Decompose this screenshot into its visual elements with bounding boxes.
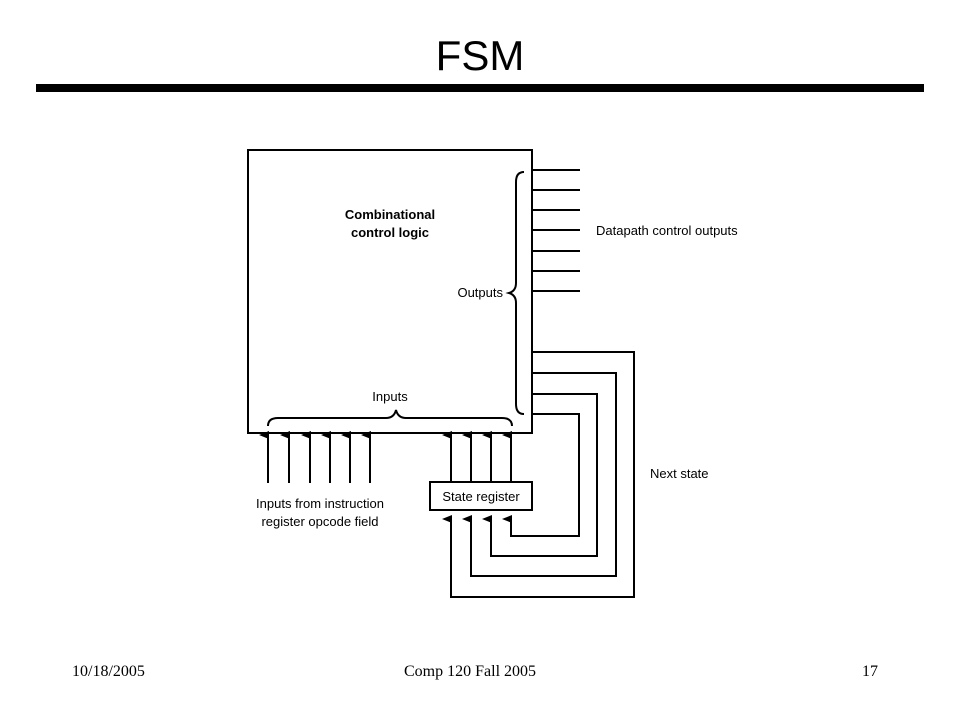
title-rule: [36, 84, 924, 92]
outputs-label: Outputs: [457, 285, 503, 300]
outputs-brace: [505, 171, 525, 415]
datapath-output-lines: [532, 169, 580, 292]
opcode-input-arrows: [259, 431, 371, 483]
logic-block-label-line2: control logic: [351, 225, 429, 240]
footer-page-number: 17: [862, 663, 878, 680]
footer-date: 10/18/2005: [72, 663, 145, 680]
next-state-label: Next state: [650, 466, 709, 481]
opcode-label-line1: Inputs from instruction: [256, 496, 384, 511]
next-state-feedback-lines: [442, 351, 635, 598]
state-register-label: State register: [442, 489, 520, 504]
datapath-outputs-label: Datapath control outputs: [596, 223, 738, 238]
state-register-box: [429, 481, 533, 511]
inputs-label: Inputs: [372, 389, 408, 404]
state-register-output-arrows: [442, 431, 512, 482]
logic-block-label-line1: Combinational: [345, 207, 435, 222]
slide-title: FSM: [435, 32, 525, 79]
inputs-brace: [267, 409, 513, 427]
opcode-label-line2: register opcode field: [261, 514, 378, 529]
footer-course: Comp 120 Fall 2005: [404, 663, 537, 680]
